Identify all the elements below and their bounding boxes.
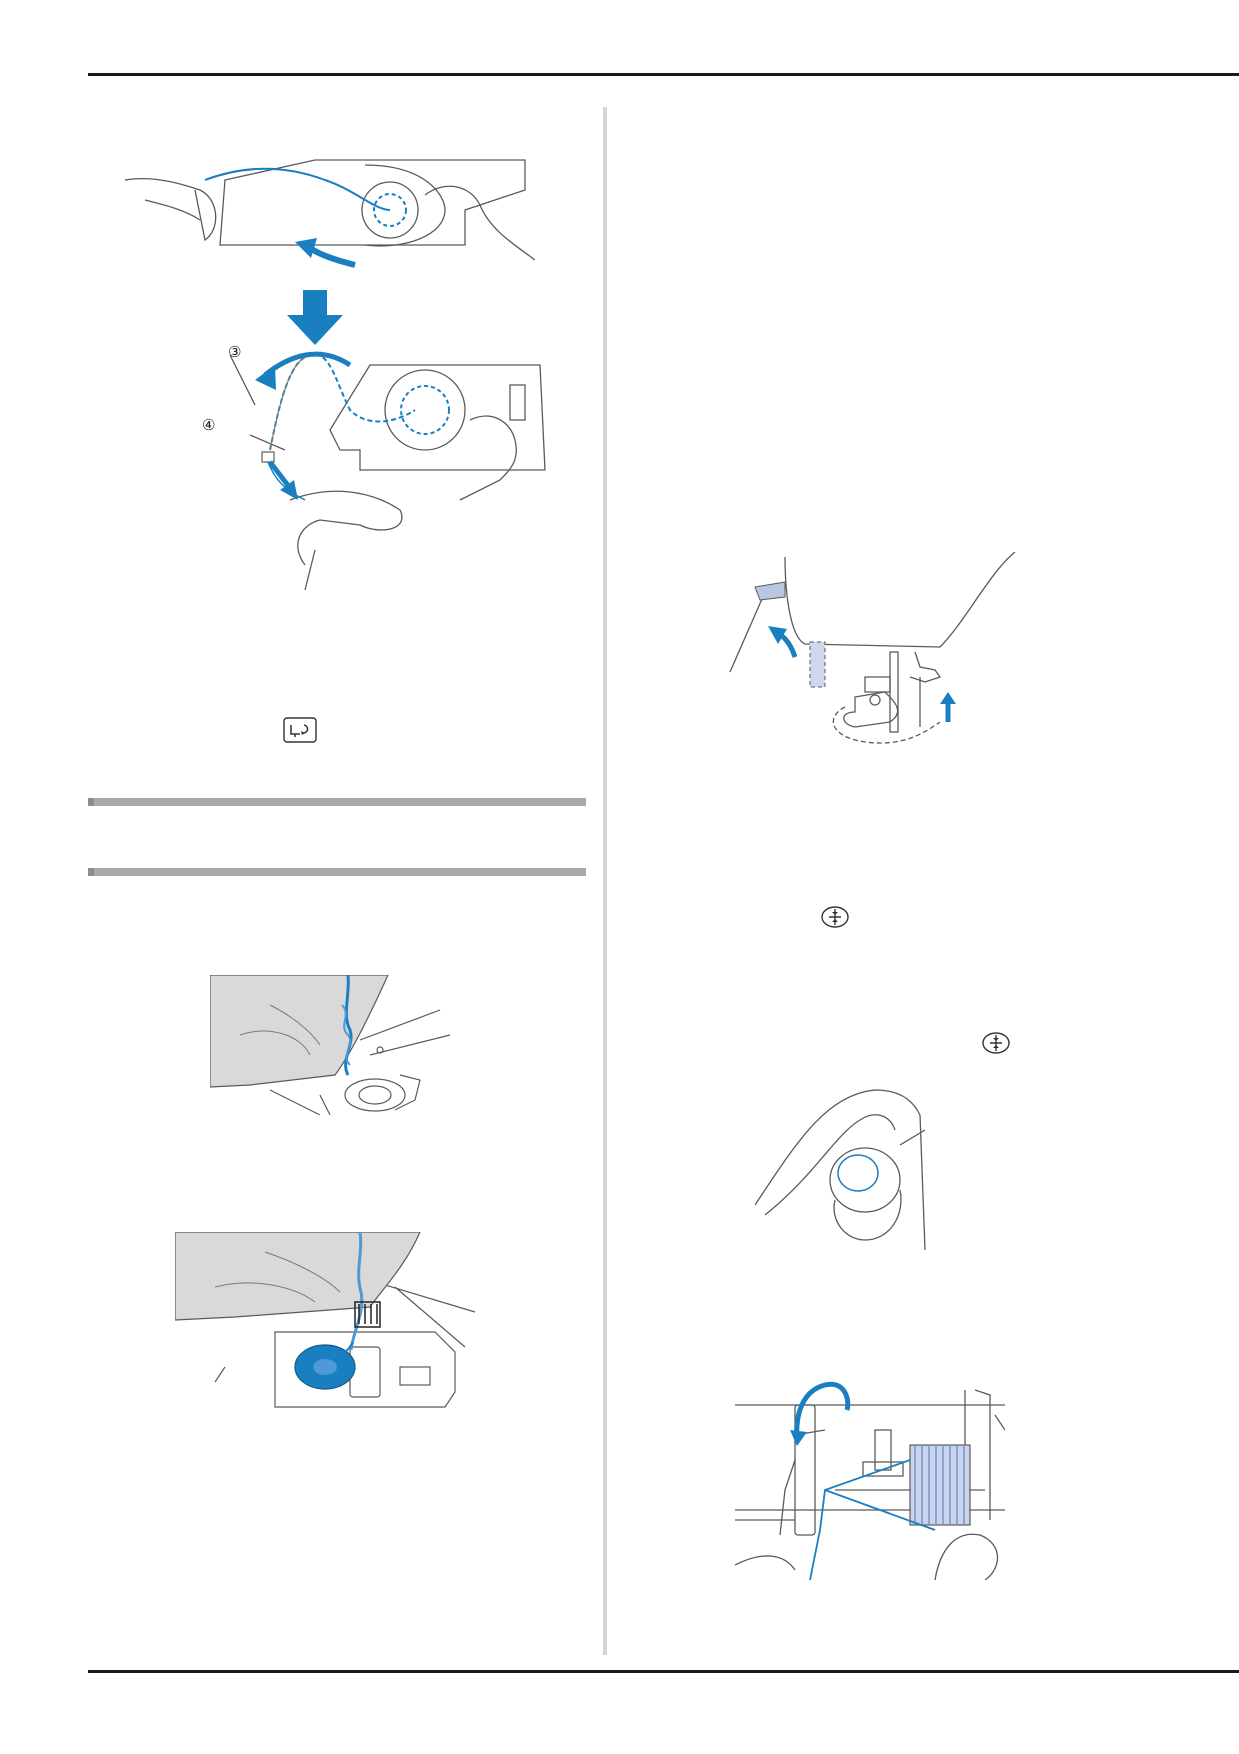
needle-position-button-icon-2 (981, 1031, 1011, 1055)
section-header-bar-bottom (88, 868, 586, 876)
column-divider (603, 107, 607, 1655)
footer-rule (88, 1670, 1239, 1673)
handwheel-figure (755, 1085, 935, 1255)
needle-position-button-icon-1 (820, 905, 850, 929)
bobbin-case-thread-figure-bottom (210, 350, 560, 590)
fabric-needle-plate-figure-1 (210, 975, 460, 1115)
fabric-needle-plate-figure-2 (175, 1232, 485, 1417)
section-header-bar-top (88, 798, 586, 806)
header-rule (88, 73, 1239, 76)
spool-thread-figure (735, 1380, 1005, 1580)
callout-4: ④ (202, 416, 216, 434)
bobbin-case-thread-figure-top (125, 150, 535, 280)
presser-foot-lift-button-icon (283, 717, 317, 743)
down-arrow-icon (285, 290, 345, 345)
presser-foot-lever-figure (725, 552, 1025, 762)
